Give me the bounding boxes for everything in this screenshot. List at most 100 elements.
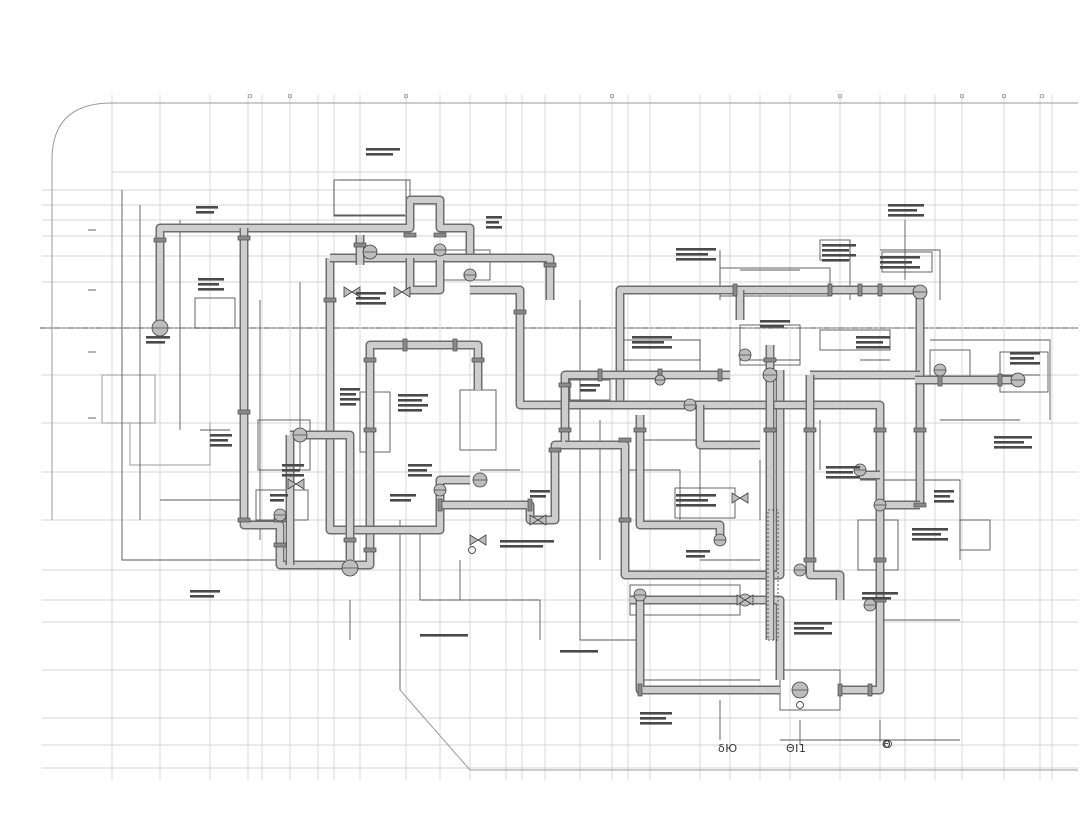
pipe-flange — [597, 368, 603, 382]
annotation-glyph-row — [580, 384, 600, 387]
bottom-tag-3: Θ — [882, 738, 892, 751]
annotation-glyph-row — [486, 216, 502, 219]
annotation-glyph-row — [190, 590, 220, 593]
annotation-glyph-row — [632, 336, 672, 339]
annotation-block — [420, 634, 468, 637]
annotation-glyph-row — [760, 325, 784, 328]
column-tick — [1039, 93, 1045, 99]
annotation-block — [270, 494, 288, 502]
annotation-glyph-row — [210, 434, 232, 437]
annotation-glyph-row — [146, 341, 165, 344]
annotation-block — [408, 464, 432, 477]
annotation-glyph-row — [880, 261, 912, 264]
pipe-flange — [877, 283, 883, 297]
pipe-flange — [403, 232, 417, 238]
annotation-glyph-row — [390, 499, 411, 502]
annotation-glyph-row — [500, 545, 543, 548]
annotation-glyph-row — [210, 444, 232, 447]
annotation-glyph-row — [686, 555, 705, 558]
annotation-glyph-row — [340, 403, 356, 406]
tag-bubble — [796, 701, 804, 709]
annotation-glyph-row — [1010, 357, 1034, 360]
instrument-column — [767, 509, 779, 641]
annotation-glyph-row — [826, 476, 860, 479]
annotation-glyph-row — [888, 214, 924, 217]
sheet-border-bottom — [399, 689, 1078, 771]
pipe-flange — [543, 262, 557, 268]
pipe-run-fill — [697, 405, 760, 448]
bottom-tag-2: ΘI1 — [786, 742, 807, 755]
annotation-glyph-row — [632, 346, 672, 349]
annotation-glyph-row — [356, 297, 380, 300]
pipe-flange — [803, 427, 817, 433]
annotation-glyph-row — [270, 499, 284, 502]
pipe-flange — [763, 357, 777, 363]
signal-line — [680, 339, 701, 375]
pipe-run-fill — [565, 370, 783, 578]
annotation-glyph-row — [888, 204, 924, 207]
annotation-block — [888, 204, 924, 217]
annotation-glyph-row — [888, 209, 917, 212]
column-tick — [837, 93, 843, 99]
annotation-glyph-row — [420, 634, 468, 637]
pipe-run-fill — [630, 597, 783, 680]
pipe-flange — [837, 683, 843, 697]
annotation-glyph-row — [398, 409, 422, 412]
annotation-glyph-row — [398, 399, 422, 402]
annotation-glyph-row — [366, 153, 393, 156]
column-tick — [403, 93, 409, 99]
annotation-glyph-row — [826, 466, 860, 469]
annotation-glyph-row — [356, 302, 386, 305]
gate-valve-icon — [736, 594, 754, 606]
annotation-glyph-row — [198, 278, 224, 281]
annotation-glyph-row — [146, 336, 170, 339]
annotation-block — [826, 466, 860, 479]
pipe-flange — [717, 368, 723, 382]
annotation-glyph-row — [686, 550, 710, 553]
annotation-glyph-row — [270, 494, 288, 497]
pipe-flange — [827, 283, 833, 297]
pipe-flange — [803, 557, 817, 563]
pipe-flange — [273, 542, 287, 548]
pipe-flange — [237, 409, 251, 415]
pipe-flange — [558, 427, 572, 433]
annotation-glyph-row — [366, 148, 400, 151]
annotation-glyph-row — [676, 253, 708, 256]
annotation-glyph-row — [486, 221, 499, 224]
annotation-glyph-row — [210, 439, 228, 442]
annotation-glyph-row — [676, 248, 716, 251]
signal-line — [579, 300, 640, 641]
annotation-glyph-row — [282, 469, 300, 472]
annotation-glyph-row — [356, 292, 386, 295]
annotation-glyph-row — [580, 389, 596, 392]
pipe-fittings — [153, 232, 1003, 697]
pipe-run-fill — [241, 228, 481, 568]
annotation-glyph-row — [822, 254, 856, 257]
annotation-block — [500, 540, 554, 548]
gate-valve-icon — [529, 514, 547, 526]
annotation-glyph-row — [390, 494, 416, 497]
annotation-block — [760, 320, 790, 328]
pipe-run — [155, 195, 475, 330]
annotation-block — [676, 248, 716, 261]
annotation-glyph-row — [198, 283, 219, 286]
pipe-flange — [763, 427, 777, 433]
equipment-box — [333, 179, 407, 217]
sheet-frame — [51, 102, 1078, 771]
pipe-flange — [732, 283, 738, 297]
equipment-box — [459, 389, 497, 451]
pipe-run-fill — [840, 600, 883, 693]
annotation-glyph-row — [862, 597, 891, 600]
annotation-block — [676, 494, 716, 507]
annotation-block — [934, 490, 954, 503]
annotation-block — [340, 388, 360, 406]
equipment-box — [257, 419, 311, 471]
pipe-flange — [452, 338, 458, 352]
column-tick — [959, 93, 965, 99]
annotation-glyph-row — [196, 206, 218, 209]
left-block — [102, 374, 211, 466]
pipe-run-fill — [330, 255, 553, 300]
annotation-glyph-row — [640, 717, 666, 720]
